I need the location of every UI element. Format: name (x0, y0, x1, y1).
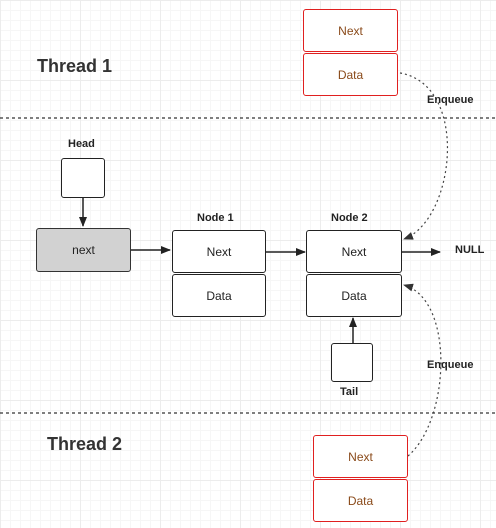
node2-label: Node 2 (331, 212, 368, 224)
head-next-pointer: next (36, 228, 131, 272)
node2-next: Next (306, 230, 402, 273)
node1-next: Next (172, 230, 266, 273)
head-label: Head (68, 138, 95, 150)
null-label: NULL (455, 244, 485, 256)
head-box (61, 158, 105, 198)
enqueue-label-bottom: Enqueue (427, 359, 474, 371)
enqueue-curve-bottom (403, 283, 442, 457)
thread2-node-next: Next (313, 435, 408, 478)
thread1-node-data: Data (303, 53, 398, 96)
node2-data: Data (306, 274, 402, 317)
node1-data: Data (172, 274, 266, 317)
tail-label: Tail (340, 386, 359, 398)
thread1-node-next: Next (303, 9, 398, 52)
tail-box (331, 343, 373, 382)
enqueue-curve-top (399, 72, 449, 240)
thread-2-label: Thread 2 (47, 434, 123, 454)
thread-1-label: Thread 1 (37, 56, 113, 76)
thread2-node-data: Data (313, 479, 408, 522)
enqueue-label-top: Enqueue (427, 94, 474, 106)
node1-label: Node 1 (197, 212, 234, 224)
